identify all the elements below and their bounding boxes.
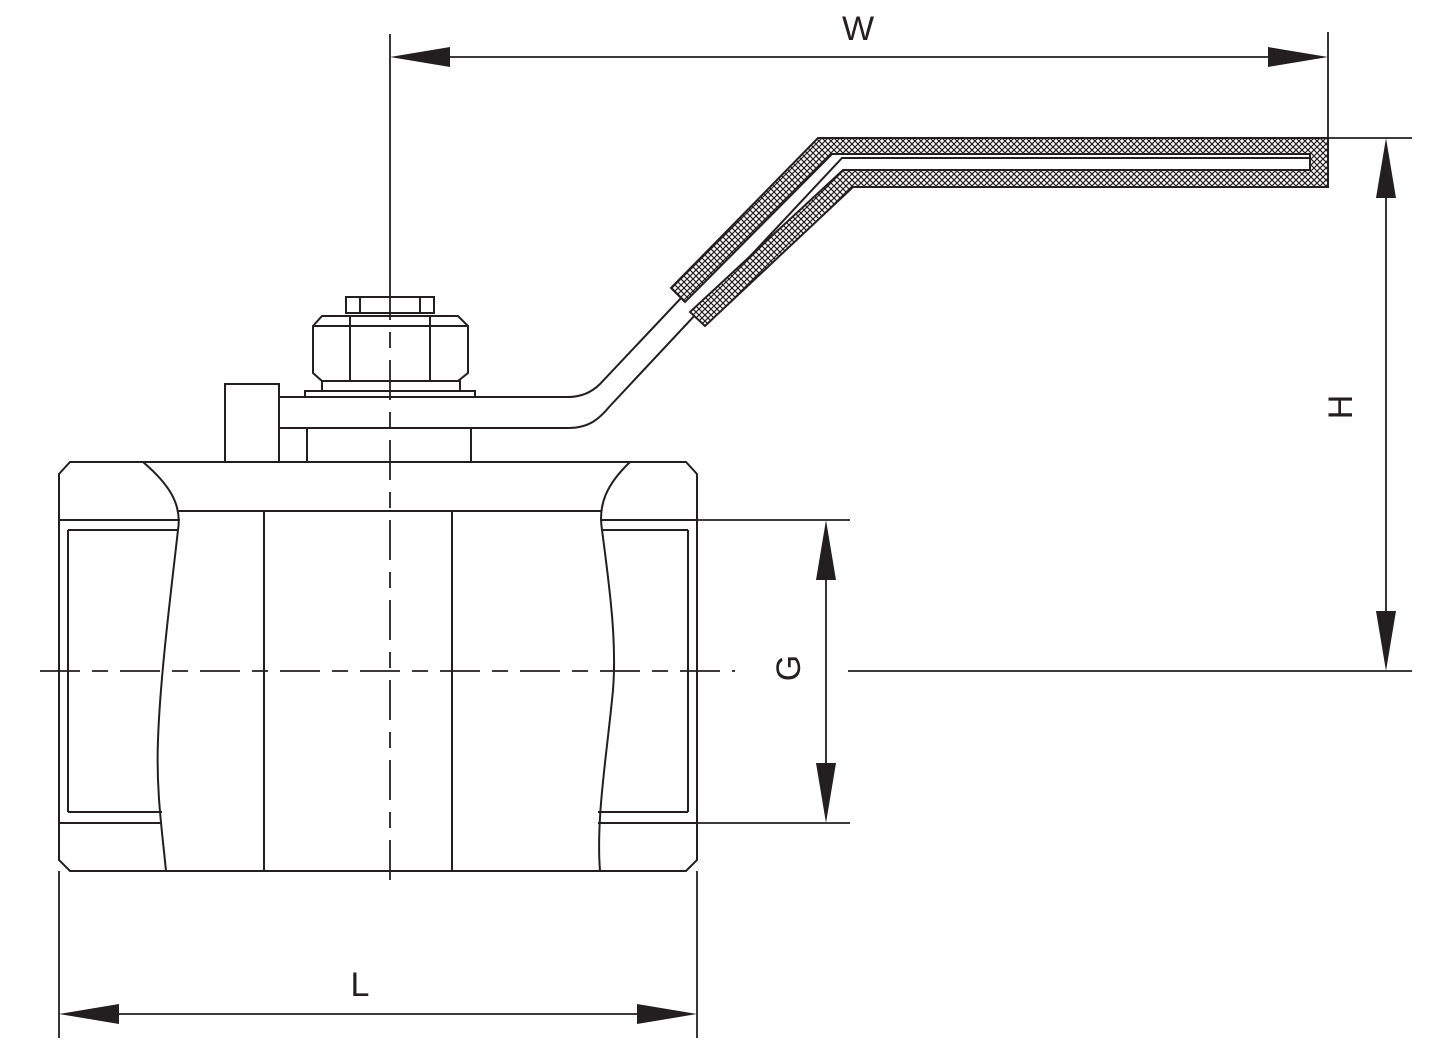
- dim-w-arrow-left: [390, 47, 450, 67]
- valve-body: [58, 461, 698, 872]
- dim-g-label: G: [770, 655, 808, 681]
- dim-g-arrow-top: [816, 520, 836, 580]
- dimension-l: L: [58, 871, 698, 1038]
- dim-h-arrow-top: [1376, 138, 1396, 198]
- centre-lines: [40, 34, 1412, 880]
- valve-stem: [224, 383, 472, 463]
- handle-grip: [669, 137, 1329, 328]
- dim-h-arrow-bottom: [1376, 611, 1396, 671]
- dim-l-arrow-right: [637, 1004, 697, 1024]
- dim-g-arrow-bottom: [816, 763, 836, 823]
- dimension-w: W: [390, 10, 1329, 138]
- dim-h-label: H: [1322, 395, 1360, 420]
- dim-w-label: W: [842, 10, 874, 48]
- dimension-g: G: [697, 519, 850, 824]
- dim-l-label: L: [351, 966, 370, 1004]
- dimension-h: H: [1322, 137, 1412, 671]
- dim-l-arrow-left: [59, 1004, 119, 1024]
- dim-w-arrow-right: [1268, 47, 1328, 67]
